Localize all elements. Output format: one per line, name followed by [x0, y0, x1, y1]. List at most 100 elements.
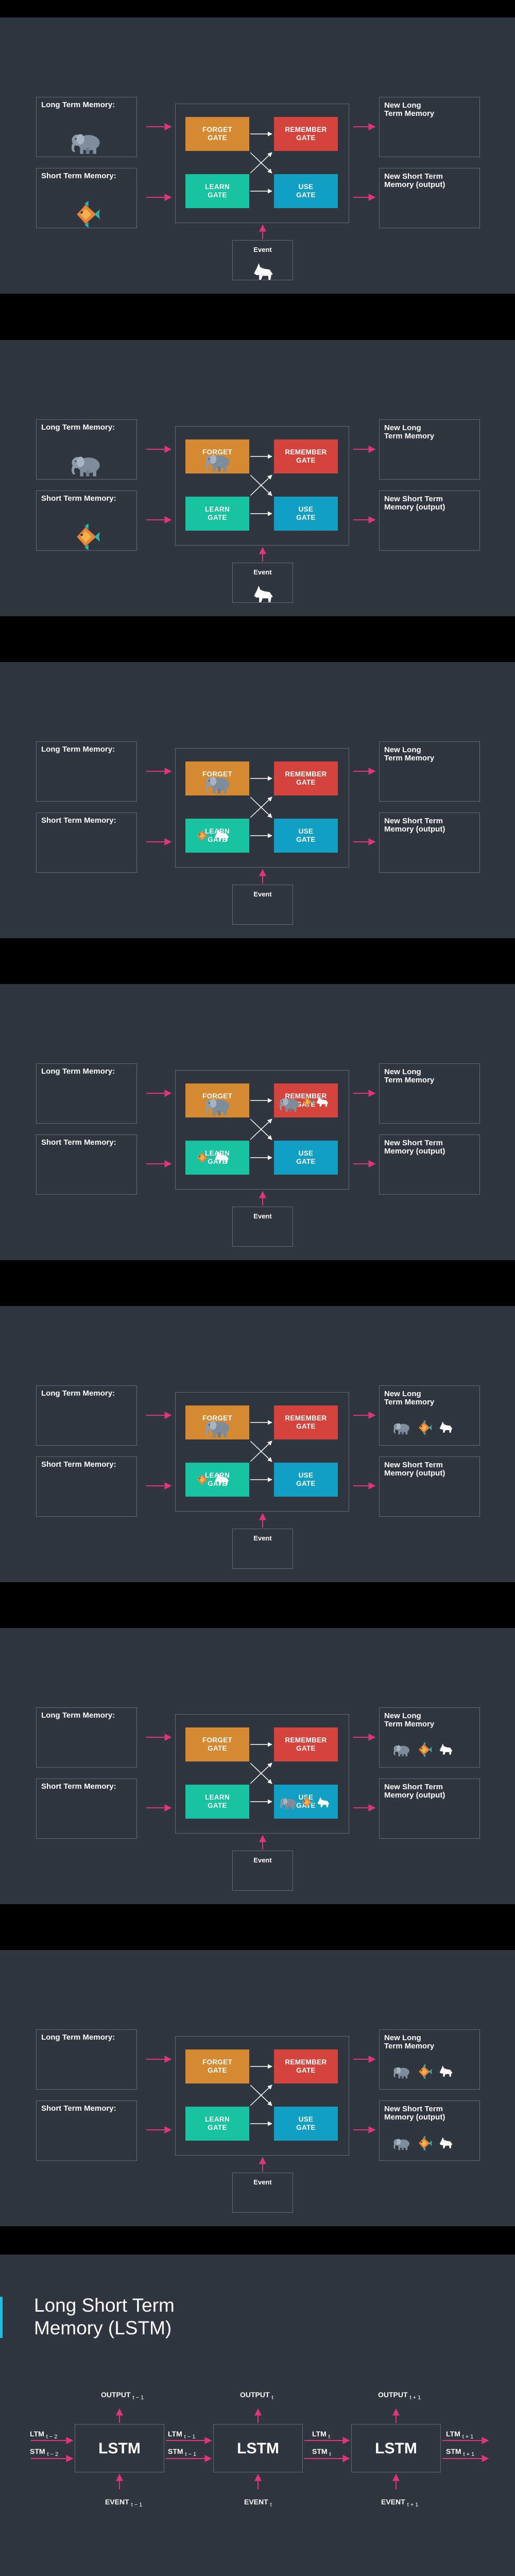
use-gate: USE GATE [274, 174, 338, 208]
wolf-icon [437, 2064, 454, 2078]
lstm-cell-box [175, 1392, 349, 1512]
lstm-cell-label: LSTM [98, 2440, 141, 2457]
elephant-icon [277, 1095, 302, 1113]
new-stm-box: New Short Term Memory (output) [379, 1134, 480, 1195]
new-ltm-label: New Long Term Memory [384, 1711, 435, 1728]
stm-box: Short Term Memory: [36, 1134, 137, 1195]
elephant-icon [202, 1095, 234, 1117]
ltm-label: Long Term Memory: [41, 100, 115, 109]
wolf-icon [212, 1472, 231, 1486]
elephant-icon [66, 452, 106, 478]
forget-gate-label: FORGET GATE [202, 2058, 233, 2074]
new-ltm-box: New Long Term Memory [379, 2029, 480, 2090]
new-ltm-box: New Long Term Memory [379, 1707, 480, 1768]
wolf-icon [247, 584, 278, 604]
wolf-icon [437, 2136, 454, 2149]
fish-icon [416, 1741, 433, 1758]
stm-label: Short Term Memory: [41, 494, 116, 503]
remember-gate: REMEMBER GATE [274, 761, 338, 795]
event-box: Event [232, 1851, 293, 1891]
stm-label: Short Term Memory: [41, 1138, 116, 1147]
stm-label: Short Term Memory: [41, 172, 116, 180]
learn-gate: LEARN GATE [185, 174, 249, 208]
ltm-box: Long Term Memory: [36, 1385, 137, 1446]
new-stm-label: New Short Term Memory (output) [384, 1783, 445, 1800]
output-label-3: OUTPUT t + 1 [378, 2391, 421, 2401]
ltm-label: Long Term Memory: [41, 745, 115, 754]
forget-gate-label: FORGET GATE [202, 126, 233, 142]
learn-gate: LEARN GATE [185, 497, 249, 531]
arrow-learn-remember [250, 796, 272, 818]
new-stm-label: New Short Term Memory (output) [384, 495, 445, 512]
wolf-icon [437, 1420, 454, 1434]
fish-icon [300, 1795, 314, 1809]
fish-icon [195, 1150, 210, 1165]
new-ltm-label: New Long Term Memory [384, 2033, 435, 2050]
ltm-label: Long Term Memory: [41, 423, 115, 432]
event-label-2: EVENT t [244, 2498, 272, 2508]
fish-icon [416, 2063, 433, 2080]
remember-gate-label: REMEMBER GATE [285, 126, 327, 142]
lstm-cell-box [175, 748, 349, 868]
remember-gate-label: REMEMBER GATE [285, 2058, 327, 2074]
elephant-icon [202, 1417, 234, 1439]
output-label-2: OUTPUT t [240, 2391, 273, 2401]
remember-gate-label: REMEMBER GATE [285, 770, 327, 786]
event-box: Event [232, 1207, 293, 1247]
diagram-panel-5: Long Term Memory: Short Term Memory: FOR… [0, 1306, 515, 1582]
arrows [146, 2056, 376, 2172]
new-ltm-box: New Long Term Memory [379, 1063, 480, 1124]
use-gate: USE GATE [274, 819, 338, 853]
fish-icon [72, 522, 101, 551]
elephant-icon [391, 2137, 412, 2151]
new-stm-box: New Short Term Memory (output) [379, 1778, 480, 1839]
diagram-panel-1: Long Term Memory: Short Term Memory: FOR… [0, 18, 515, 294]
stm-box: Short Term Memory: [36, 490, 137, 551]
event-label-1: EVENT t − 1 [105, 2498, 143, 2508]
fish-icon [72, 200, 101, 229]
arrows [146, 1734, 376, 1850]
ltm-label: Long Term Memory: [41, 2033, 115, 2042]
new-ltm-label: New Long Term Memory [384, 1389, 435, 1406]
new-stm-label: New Short Term Memory (output) [384, 2105, 445, 2122]
elephant-icon [202, 451, 234, 473]
new-stm-box: New Short Term Memory (output) [379, 490, 480, 551]
lstm-cell-label: LSTM [375, 2440, 417, 2457]
stm-label: Short Term Memory: [41, 1460, 116, 1469]
stm-label-3: STM t + 1 [446, 2447, 475, 2458]
lstm-title: Long Short Term Memory (LSTM) [34, 2295, 175, 2338]
event-label: Event [253, 2178, 272, 2186]
ltm-box: Long Term Memory: [36, 1063, 137, 1124]
fish-icon [416, 1419, 433, 1436]
learn-gate: LEARN GATE [185, 1785, 249, 1819]
event-box: Event [232, 2173, 293, 2213]
new-stm-label: New Short Term Memory (output) [384, 1461, 445, 1478]
remember-gate: REMEMBER GATE [274, 2049, 338, 2083]
use-gate-label: USE GATE [296, 505, 316, 521]
output-label-1: OUTPUT t − 1 [101, 2391, 144, 2401]
wolf-icon [212, 828, 231, 842]
lstm-cell-3: LSTM [351, 2424, 441, 2472]
learn-gate: LEARN GATE [185, 2107, 249, 2141]
fish-icon [416, 2135, 433, 2151]
use-gate-label: USE GATE [296, 2115, 316, 2131]
event-label: Event [253, 890, 272, 898]
new-stm-box: New Short Term Memory (output) [379, 1456, 480, 1517]
wolf-icon [314, 1095, 330, 1108]
use-gate-label: USE GATE [296, 1149, 316, 1165]
ltm-box: Long Term Memory: [36, 419, 137, 480]
use-gate-label: USE GATE [296, 1471, 316, 1487]
ltm-box: Long Term Memory: [36, 1707, 137, 1768]
learn-gate-label: LEARN GATE [205, 1793, 230, 1809]
event-label: Event [253, 1534, 272, 1542]
ltm-box: Long Term Memory: [36, 741, 137, 802]
stm-box: Short Term Memory: [36, 1778, 137, 1839]
lstm-cell-1: LSTM [75, 2424, 164, 2472]
arrows [146, 1090, 376, 1206]
new-stm-box: New Short Term Memory (output) [379, 812, 480, 873]
remember-gate-label: REMEMBER GATE [285, 1414, 327, 1430]
wolf-icon [212, 1150, 231, 1164]
stm-box: Short Term Memory: [36, 168, 137, 228]
remember-gate-label: REMEMBER GATE [285, 1736, 327, 1752]
